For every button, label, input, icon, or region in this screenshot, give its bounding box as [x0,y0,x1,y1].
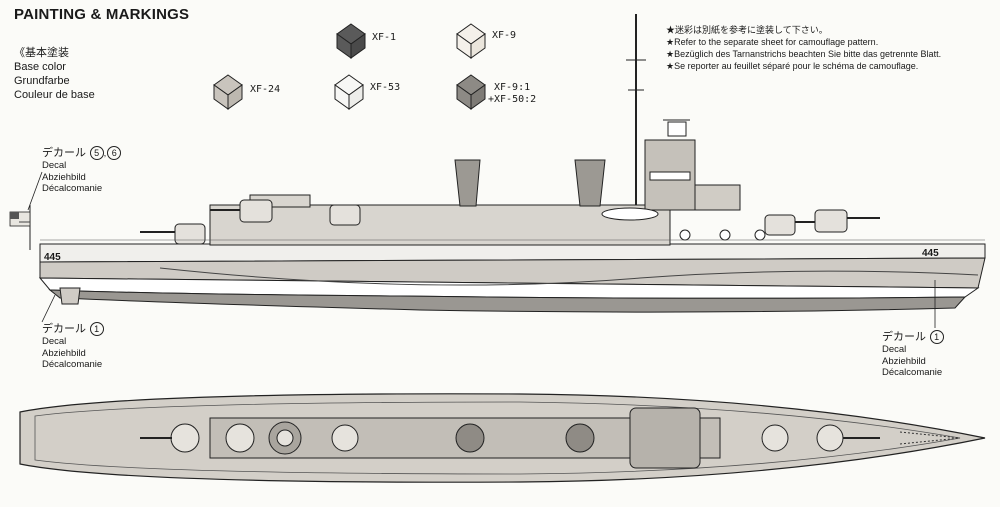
swatch-xf9-xf50-label: XF-9:1 [494,82,531,93]
swatch-xf24-icon [213,74,243,110]
decal-jp-label: デカール [42,147,86,159]
ship-side-view [9,14,986,328]
swatch-xf53-icon [334,74,364,110]
decal-callout-bow: デカール 1 Decal Abziehbild Décalcomanie [882,330,944,379]
decal-de-bow: Abziehbild [882,355,926,367]
decal-callout-flag: デカール 5,6 Decal Abziehbild Décalcomanie [42,146,122,195]
base-color-en: Base color [14,61,66,73]
note-fr: ★Se reporter au feuillet séparé pour le … [666,61,919,71]
decal-de-stern: Abziehbild [42,347,86,359]
base-color-fr: Couleur de base [14,89,95,101]
hull-number-bow: 445 [922,248,939,259]
decal-number-1-stern: 1 [89,322,104,336]
decal-en-stern: Decal [42,336,67,347]
note-en: ★Refer to the separate sheet for camoufl… [666,37,879,47]
swatch-xf9-icon [456,23,486,59]
note-jp: ★迷彩は別紙を参考に塗装して下さい。 [666,25,828,35]
decal-jp-label-stern: デカール [42,323,86,335]
decal-fr: Décalcomanie [42,183,103,194]
base-color-jp: 《基本塗装 [14,47,69,59]
swatch-xf1-icon [336,23,366,59]
swatch-xf53-label: XF-53 [370,82,401,93]
decal-callout-stern: デカール 1 Decal Abziehbild Décalcomanie [42,322,104,371]
page-title: PAINTING & MARKINGS [14,6,190,23]
ship-top-view [19,393,986,483]
decal-number-1-bow: 1 [929,330,944,344]
decal-fr-bow: Décalcomanie [882,367,943,378]
swatch-xf9-xf50-label-2: +XF-50:2 [488,94,537,105]
decal-number-6: 6 [107,146,122,160]
note-de: ★Bezüglich des Tarnanstrichs beachten Si… [666,49,942,59]
swatch-xf9-xf50-icon [456,74,486,110]
decal-de: Abziehbild [42,171,86,183]
camouflage-note: ★迷彩は別紙を参考に塗装して下さい。 ★Refer to the separat… [666,24,941,72]
decal-en-bow: Decal [882,344,907,355]
decal-number-5: 5 [89,146,104,160]
swatch-xf1-label: XF-1 [372,32,397,43]
base-color-de: Grundfarbe [14,75,70,87]
decal-en: Decal [42,160,67,171]
swatch-xf24-label: XF-24 [250,84,281,95]
decal-jp-label-bow: デカール [882,331,926,343]
hull-number-stern: 445 [44,252,61,263]
decal-fr-stern: Décalcomanie [42,359,103,370]
swatch-xf9-label: XF-9 [492,30,517,41]
base-color-legend: 《基本塗装 Base color Grundfarbe Couleur de b… [14,46,95,102]
